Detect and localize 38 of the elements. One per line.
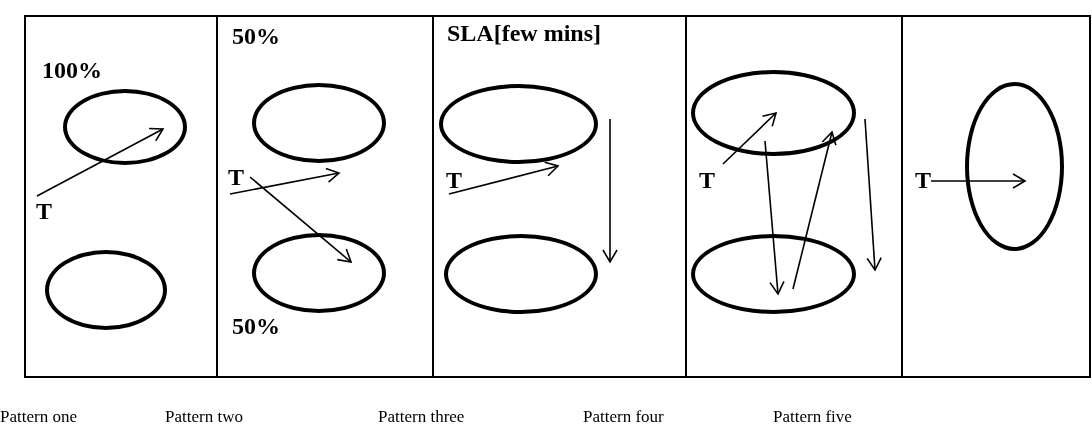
pattern-caption: Pattern five xyxy=(773,407,852,427)
arrow xyxy=(764,140,785,295)
arrow xyxy=(930,173,1026,189)
ellipse-node xyxy=(691,234,856,314)
t-label: T xyxy=(699,167,715,193)
arrow xyxy=(722,112,777,165)
pattern-caption: Pattern one xyxy=(0,407,77,427)
ellipse-node xyxy=(252,83,386,163)
ellipse-node xyxy=(63,89,187,165)
ellipse-node xyxy=(691,70,856,156)
pattern-panel xyxy=(24,15,218,378)
arrow xyxy=(448,161,559,195)
arrow xyxy=(602,118,618,263)
pattern-caption: Pattern two xyxy=(165,407,243,427)
arrow xyxy=(229,167,340,195)
t-label: T xyxy=(446,167,462,193)
arrow xyxy=(249,176,352,263)
percentage-label: 50% xyxy=(232,23,280,49)
pattern-panel xyxy=(432,15,687,378)
pattern-caption: Pattern four xyxy=(583,407,664,427)
ellipse-node xyxy=(444,234,598,314)
pattern-panel xyxy=(216,15,434,378)
ellipse-node xyxy=(965,82,1064,251)
pattern-panel xyxy=(685,15,903,378)
ellipse-node xyxy=(439,84,598,164)
t-label: T xyxy=(915,167,931,193)
percentage-label: SLA[few mins] xyxy=(447,20,601,46)
t-label: T xyxy=(36,198,52,224)
arrow xyxy=(864,118,882,271)
pattern-caption: Pattern three xyxy=(378,407,465,427)
percentage-label: 50% xyxy=(232,313,280,339)
arrow xyxy=(36,127,164,197)
ellipse-node xyxy=(45,250,167,330)
ellipse-node xyxy=(252,233,386,313)
pattern-panel xyxy=(901,15,1091,378)
t-label: T xyxy=(228,164,244,190)
arrow xyxy=(792,131,837,290)
percentage-label: 100% xyxy=(42,57,102,83)
